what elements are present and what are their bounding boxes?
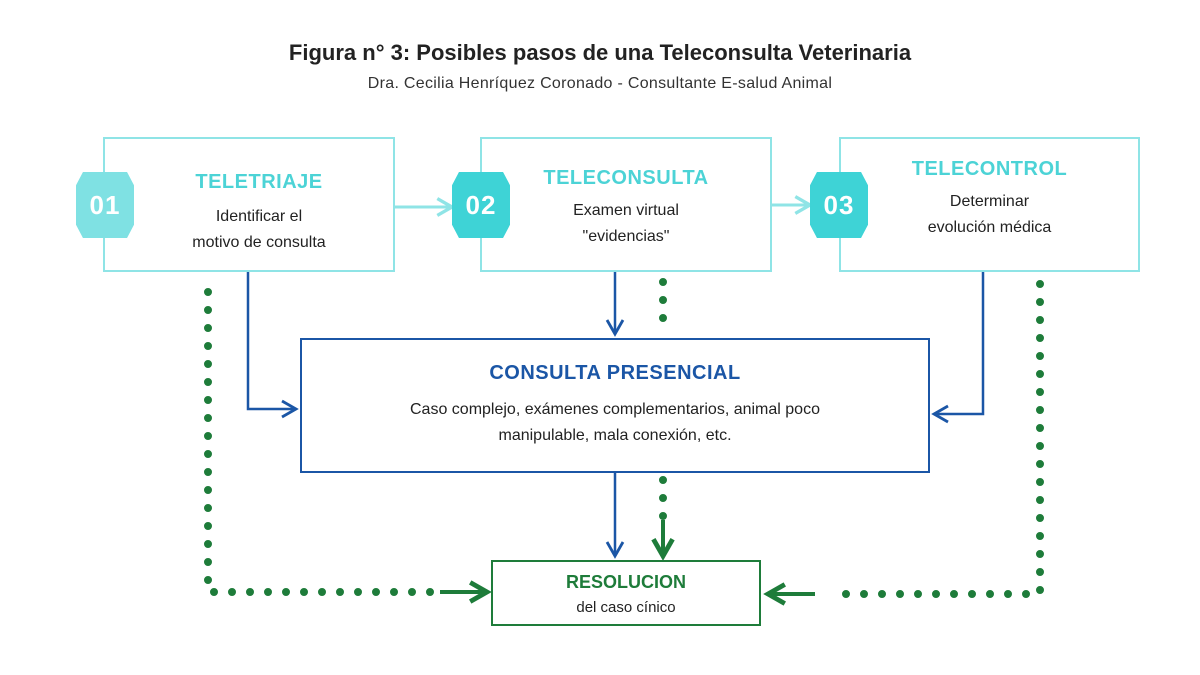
arrow-teletriaje-to-presencial xyxy=(246,272,299,419)
consulta-presencial-desc-line2: manipulable, mala conexión, etc. xyxy=(498,427,732,444)
step-teletriaje-desc-line2: motivo de consulta xyxy=(192,234,326,251)
consulta-presencial-desc-line1: Caso complejo, exámenes complementarios,… xyxy=(410,401,820,418)
step-teleconsulta-desc-line2: "evidencias" xyxy=(582,228,670,245)
dotted-telecontrol-to-resolucion xyxy=(826,280,1044,598)
resolucion-desc: del caso cínico xyxy=(576,599,676,616)
step-teleconsulta-box: TELECONSULTA Examen virtual "evidencias" xyxy=(480,137,772,272)
step-teletriaje-heading: TELETRIAJE xyxy=(195,171,323,193)
step-telecontrol-desc-line2: evolución médica xyxy=(927,219,1052,236)
step-01-badge: 01 xyxy=(76,172,134,238)
step-telecontrol-desc-line1: Determinar xyxy=(949,193,1030,210)
resolucion-box: RESOLUCION del caso cínico xyxy=(491,560,761,626)
step-teletriaje-desc-line1: Identificar el xyxy=(215,208,303,225)
resolucion-heading: RESOLUCION xyxy=(565,572,686,592)
consulta-presencial-heading: CONSULTA PRESENCIAL xyxy=(489,362,741,384)
consulta-presencial-box: CONSULTA PRESENCIAL Caso complejo, exáme… xyxy=(300,338,930,473)
step-teleconsulta-heading: TELECONSULTA xyxy=(543,167,709,189)
step-02-badge: 02 xyxy=(452,172,510,238)
step-teleconsulta-desc-line1: Examen virtual xyxy=(573,202,679,219)
arrow-telecontrol-to-presencial xyxy=(931,272,985,424)
step-telecontrol-heading: TELECONTROL xyxy=(911,158,1068,180)
step-03-badge: 03 xyxy=(810,172,868,238)
diagram-subtitle: Dra. Cecilia Henríquez Coronado - Consul… xyxy=(367,75,833,92)
diagram-title: Figura n° 3: Posibles pasos de una Telec… xyxy=(288,40,912,65)
step-telecontrol-box: TELECONTROL Determinar evolución médica xyxy=(839,137,1140,272)
step-teletriaje-box: TELETRIAJE Identificar el motivo de cons… xyxy=(103,137,395,272)
